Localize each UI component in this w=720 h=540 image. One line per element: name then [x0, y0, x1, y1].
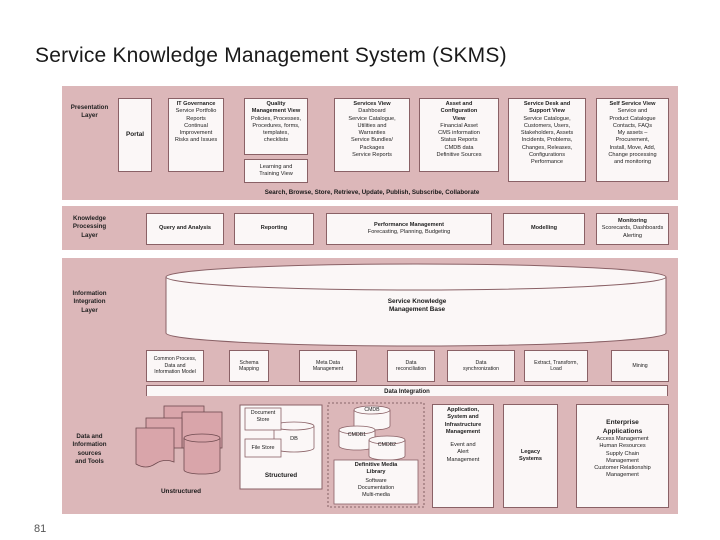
extract-transform-load: Extract, Transform, Load	[524, 350, 588, 382]
cmdb2-cylinder	[368, 435, 406, 461]
sources-layer-label: Data and Information sources and Tools	[72, 433, 107, 466]
sources-graphics	[135, 402, 425, 508]
query-analysis-label: Query and Analysis	[158, 225, 212, 232]
search-operations-bar: Search, Browse, Store, Retrieve, Update,…	[264, 189, 480, 196]
modelling-box: Modelling	[503, 213, 585, 245]
it-governance-title: IT Governance	[176, 101, 216, 107]
knowledge-base-label: Service Knowledge Management Base	[342, 298, 492, 314]
self-service-body: Service and Product Catalogue Contacts, …	[608, 108, 657, 166]
meta-data-management: Meta Data Management	[299, 350, 357, 382]
portal-label: Portal	[125, 130, 145, 138]
quality-management-body: Policies, Processes, Procedures, forms, …	[250, 115, 302, 144]
presentation-layer-label: Presentation Layer	[70, 104, 109, 120]
self-service-view: Self Service View Service and Product Ca…	[596, 98, 669, 182]
knowledge-base-cylinder	[165, 263, 667, 347]
structured-db-cylinder	[273, 421, 315, 453]
it-governance-body: Service Portfolio Reports Continual Impr…	[174, 108, 218, 144]
query-analysis-box: Query and Analysis	[146, 213, 224, 245]
enterprise-applications-box: Enterprise Applications Access Managemen…	[576, 404, 669, 508]
unstructured-documents-icon	[135, 405, 223, 475]
unstructured-label: Unstructured	[160, 488, 202, 495]
common-process-model: Common Process, Data and Information Mod…	[146, 350, 204, 382]
file-store-label: File Store	[251, 445, 275, 451]
service-desk-title: Service Desk and Support View	[523, 101, 571, 115]
it-governance-view: IT Governance Service Portfolio Reports …	[168, 98, 224, 172]
structured-label: Structured	[264, 472, 298, 479]
learning-training-label: Learning and Training View	[259, 163, 293, 177]
services-view: Services View Dashboard Service Catalogu…	[334, 98, 410, 172]
data-integration-bar: Data Integration	[146, 385, 668, 399]
asset-configuration-title: Asset and Configuration View	[440, 101, 478, 122]
asset-configuration-body: Financial Asset CMS information Status R…	[436, 122, 482, 158]
knowledge-layer-label: Knowledge Processing Layer	[72, 215, 107, 239]
cmdb1-label: CMDB1	[347, 432, 367, 438]
document-store-box	[244, 407, 282, 431]
dml-title: Definitive Media Library	[354, 462, 398, 475]
performance-management-title: Performance Management	[374, 221, 444, 228]
reporting-label: Reporting	[260, 225, 288, 232]
self-service-title: Self Service View	[609, 101, 656, 107]
page-number: 81	[34, 523, 47, 535]
schema-mapping: Schema Mapping	[229, 350, 269, 382]
service-desk-body: Service Catalogue, Customers, Users, Sta…	[520, 115, 574, 166]
dml-sub: Software Documentation Multi-media	[357, 478, 395, 498]
quality-management-title: Quality Management View	[251, 101, 301, 115]
knowledge-base-text: Service Knowledge Management Base	[387, 298, 447, 313]
legacy-systems-box: Legacy Systems	[503, 404, 558, 508]
skms-diagram: Presentation Layer Portal IT Governance …	[62, 86, 678, 514]
dml-box	[333, 459, 419, 505]
monitoring-title: Monitoring	[618, 218, 647, 225]
file-store-box	[244, 438, 282, 458]
service-desk-view: Service Desk and Support View Service Ca…	[508, 98, 586, 182]
integration-graphics	[165, 263, 667, 347]
services-view-body: Dashboard Service Catalogue, Utilities a…	[348, 108, 396, 158]
legacy-systems-label: Legacy Systems	[518, 448, 542, 462]
db-label: DB	[290, 436, 298, 442]
learning-training-view: Learning and Training View	[244, 159, 308, 183]
enterprise-applications-sub: Access Management Human Resources Supply…	[594, 436, 651, 479]
application-management-box: Application, System and Infrastructure M…	[432, 404, 494, 508]
document-store-label: Document Store	[250, 410, 276, 423]
data-reconciliation: Data reconciliation	[387, 350, 435, 382]
performance-management-sub: Forecasting, Planning, Budgeting	[367, 229, 451, 235]
cmdb2-label: CMDB2	[377, 442, 397, 448]
modelling-label: Modelling	[530, 225, 558, 232]
cmdb-cylinder	[353, 405, 391, 431]
asset-configuration-view: Asset and Configuration View Financial A…	[419, 98, 499, 172]
application-management-sub: Event and Alert Management	[446, 442, 480, 463]
cmdb-label: CMDB	[364, 407, 380, 413]
monitoring-box: Monitoring Scorecards, Dashboards Alerti…	[596, 213, 669, 245]
services-view-title: Services View	[353, 101, 391, 107]
page-title: Service Knowledge Management System (SKM…	[35, 44, 507, 67]
mining: Mining	[611, 350, 669, 382]
cmdb1-cylinder	[338, 425, 376, 451]
reporting-box: Reporting	[234, 213, 314, 245]
performance-management-box: Performance Management Forecasting, Plan…	[326, 213, 492, 245]
quality-management-view: Quality Management View Policies, Proces…	[244, 98, 308, 155]
enterprise-applications-title: Enterprise Applications	[602, 419, 643, 435]
monitoring-sub: Scorecards, Dashboards Alerting	[601, 225, 664, 239]
cmdb-dml-region	[327, 402, 425, 508]
portal-box: Portal	[118, 98, 152, 172]
data-synchronization: Data synchronization	[447, 350, 515, 382]
integration-layer-label: Information Integration Layer	[72, 290, 107, 314]
application-management-title: Application, System and Infrastructure M…	[444, 407, 482, 435]
